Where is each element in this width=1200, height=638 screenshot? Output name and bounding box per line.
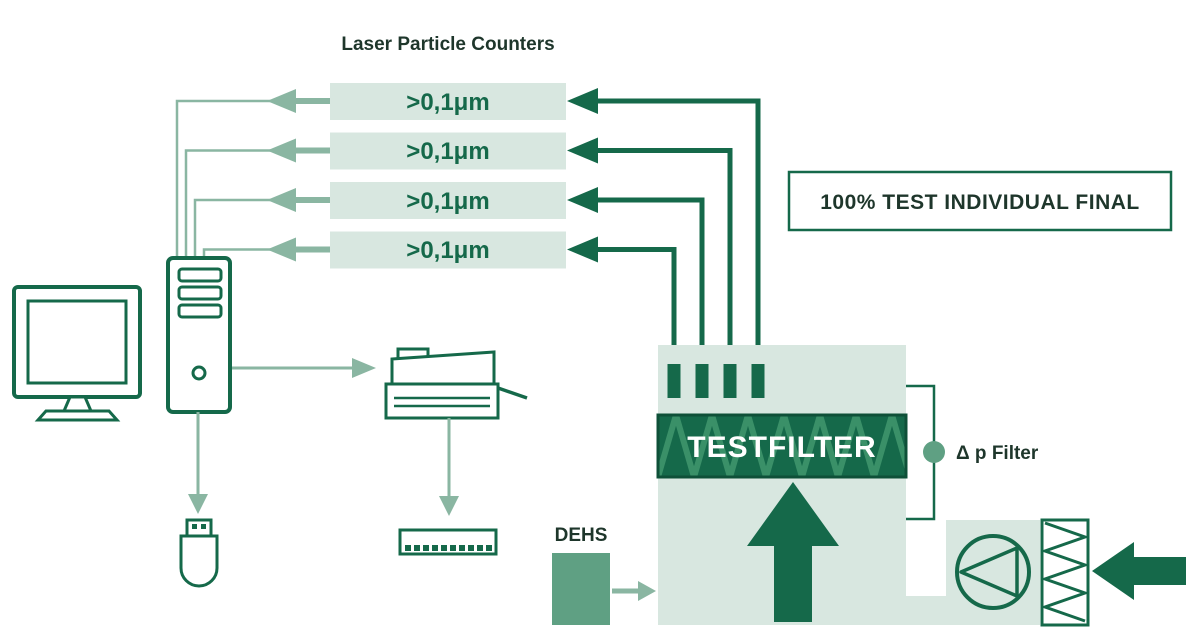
computer-tower-icon bbox=[166, 256, 232, 414]
dehs-label: DEHS bbox=[555, 525, 608, 546]
monitor-icon bbox=[12, 285, 142, 422]
counter-label: >0,1μm bbox=[406, 89, 489, 116]
left-arrow-icon bbox=[267, 237, 296, 262]
up-arrow-icon bbox=[747, 482, 839, 622]
counter-label: >0,1μm bbox=[406, 138, 489, 165]
printer-icon bbox=[384, 347, 528, 420]
dp-sensor-dot bbox=[923, 441, 945, 463]
tower-to-printer-arrow bbox=[232, 358, 376, 378]
right-arrow-icon bbox=[352, 358, 376, 378]
printer-to-memory-arrow bbox=[439, 418, 459, 516]
testfilter-band: TESTFILTER bbox=[656, 413, 908, 479]
left-arrow-icon bbox=[567, 88, 598, 114]
counter-label: >0,1μm bbox=[406, 188, 489, 215]
down-arrow-icon bbox=[439, 496, 459, 516]
memory-module-icon bbox=[398, 528, 498, 556]
dehs-tank bbox=[552, 553, 610, 625]
dp-sensor: Δ p Filter bbox=[906, 384, 1039, 521]
left-arrowheads bbox=[267, 89, 296, 262]
prefilter-icon bbox=[1040, 518, 1090, 627]
counter-bar bbox=[330, 182, 566, 219]
fan-icon bbox=[955, 534, 1031, 610]
counter-label: >0,1μm bbox=[406, 237, 489, 264]
sampling-probes bbox=[667, 364, 765, 398]
usb-drive-icon bbox=[179, 518, 219, 588]
testfilter-label: TESTFILTER bbox=[687, 431, 876, 464]
laser-particle-counters: >0,1μm >0,1μm >0,1μm >0,1μm bbox=[330, 83, 566, 269]
chamber-to-counter-lines bbox=[597, 98, 761, 372]
test-badge: 100% TEST INDIVIDUAL FINAL bbox=[787, 170, 1173, 232]
dark-arrowheads bbox=[567, 88, 598, 263]
counter-to-computer-lines bbox=[175, 98, 331, 258]
fan-unit bbox=[906, 518, 1186, 627]
left-arrow-icon bbox=[567, 187, 598, 213]
test-chamber: TESTFILTER bbox=[656, 345, 908, 625]
dehs-generator: DEHS bbox=[552, 525, 656, 625]
diagram-title: Laser Particle Counters bbox=[341, 34, 554, 55]
counter-bar bbox=[330, 132, 566, 170]
down-arrow-icon bbox=[188, 494, 208, 514]
left-arrow-icon bbox=[267, 138, 296, 163]
counter-bar bbox=[330, 231, 566, 269]
test-badge-label: 100% TEST INDIVIDUAL FINAL bbox=[820, 191, 1140, 214]
dp-sensor-label: Δ p Filter bbox=[956, 443, 1039, 464]
left-arrow-icon bbox=[267, 188, 296, 212]
left-arrow-icon bbox=[267, 89, 296, 113]
counter-bar bbox=[330, 83, 566, 120]
tower-to-usb-arrow bbox=[188, 412, 208, 514]
left-arrow-icon bbox=[1092, 542, 1186, 600]
left-arrow-icon bbox=[567, 137, 598, 164]
right-arrow-icon bbox=[638, 581, 656, 601]
left-arrow-icon bbox=[567, 236, 598, 263]
